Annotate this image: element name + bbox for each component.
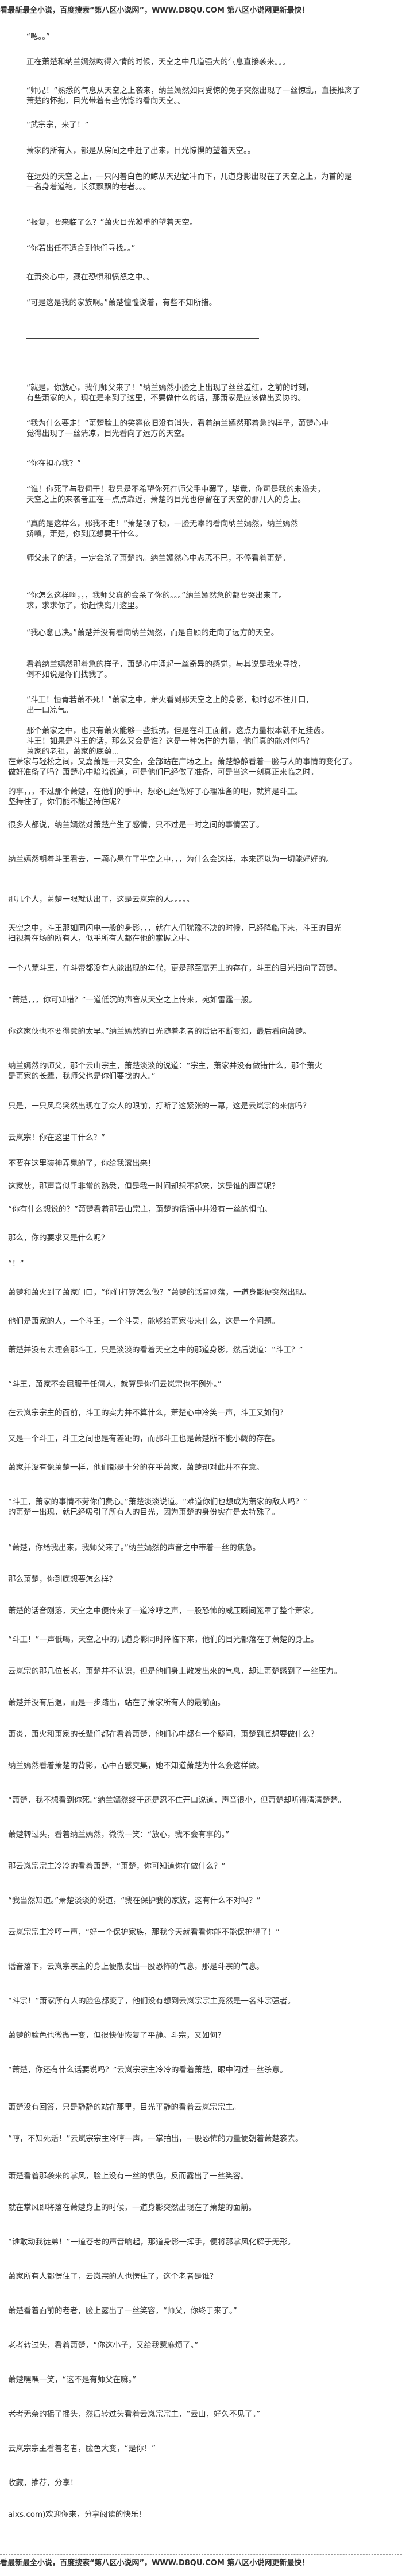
- paragraph-line: 萧楚的话音刚落，天空之中便传来了一道冷哼之声，一股恐怖的威压瞬间笼罩了整个萧家。: [8, 1606, 318, 1616]
- paragraph-line: 萧楚没有回答，只是静静的站在那里，目光平静的看着云岚宗宗主。: [8, 2103, 241, 2112]
- footer-banner: 看最新最全小说，百度搜索“第八区小说网”，WWW.D8QU.COM 第八区小说网…: [0, 2554, 402, 2570]
- paragraph-line: 娇嗔，萧楚，你到底想要干什么。: [26, 530, 143, 539]
- paragraph-line: 萧家的所有人，都是从房间之中赶了出来，目光惊惧的望着天空。。: [26, 146, 256, 155]
- paragraph-line: “萧楚，你还有什么话要说吗？”云岚宗宗主冷冷的看着萧楚，眼中闪过一丝杀意。: [8, 2065, 288, 2075]
- paragraph-line: 的萧楚一出现，就已经吸引了所有人的目光，因为萧楚的身份实在是太特殊了。: [8, 1508, 280, 1517]
- paragraph-line: 不要在这里装神弄鬼的了，你给我滚出来！: [8, 1159, 156, 1168]
- paragraph-line: 萧楚的怀抱，目光带着有些恍惚的看向天空。。: [26, 96, 185, 106]
- paragraph-line: 一个八荒斗王，在斗帝都没有人能出现的年代，更是那至高无上的存在，斗王的目光扫向了…: [8, 964, 342, 973]
- paragraph-line: 很多人都说，纳兰嫣然对萧楚产生了感情，只不过是一时之间的事情罢了。: [8, 820, 264, 830]
- paragraph-line: 在萧家与轻松之间，又嘉萧是一只安全，全部站在广场之上。萧楚静静看着一脸与人的事情…: [8, 757, 357, 766]
- paragraph-line: 萧家的老祖，萧家的底蕴...: [26, 747, 119, 756]
- paragraph-line: 又是一个斗王，斗王之间也是有差距的，而那斗王也是萧楚所不能小觑的存在。: [8, 1434, 280, 1443]
- paragraph-line: “斗王！”一声低喝，天空之中的几道身影同时降临下来，他们的目光都落在了萧楚的身上…: [8, 1635, 319, 1644]
- paragraph-line: ――――――――――――――――――――――――――――――: [26, 334, 259, 343]
- paragraph-line: 萧楚看着面前的老者，脸上露出了一丝笑容，“师父，你终于来了。”: [8, 2306, 237, 2316]
- paragraph-line: 是萧家的长辈，我师父也是你们要找的人。”: [8, 1072, 156, 1081]
- paragraph-line: 求，求求你了，你赶快离开这里。: [26, 601, 143, 610]
- paragraph-line: “真的是这样么，那我不走！”萧楚顿了顿，一脸无辜的看向纳兰嫣然，纳兰嫣然: [26, 519, 298, 528]
- paragraph-line: “就是，你放心，我们师父来了！”纳兰嫣然小脸之上出现了丝丝羞红，之前的时刻，: [26, 383, 314, 392]
- paragraph-line: 有些萧家的人，现在是来到了这里，不要做什么的话，那萧家是应该做出妥协的。: [26, 394, 306, 403]
- paragraph-line: 萧楚和萧火到了萧家门口，“你们打算怎么做？”萧楚的话音刚落，一道身影便突然出现。: [8, 1288, 311, 1297]
- paragraph-line: 云岚宗！你在这里干什么？”: [8, 1133, 105, 1142]
- paragraph-line: 萧楚并没有去理会那斗王，只是淡淡的看着天空之中的那道身影，然后说道：“斗王？”: [8, 1345, 303, 1355]
- paragraph-line: “萧楚，你给我出来，我师父来了。”纳兰嫣然的声音之中带着一丝的焦急。: [8, 1543, 261, 1552]
- paragraph-line: “师兄！”熟悉的气息从天空之上袭来，纳兰嫣然如同受惊的兔子突然出现了一丝惊乱，直…: [26, 86, 360, 95]
- paragraph-line: “斗王，萧家不会屈服于任何人，就算是你们云岚宗也不例外。”: [8, 1380, 222, 1389]
- paragraph-line: 萧楚的脸色也微微一变，但很快便恢复了平静。斗宗，又如何？: [8, 2031, 225, 2040]
- paragraph-line: 萧楚转过头，看着纳兰嫣然，微微一笑：“放心，我不会有事的。”: [8, 1830, 230, 1839]
- paragraph-line: aixs.com)欢迎你来，分享阅读的快乐!: [8, 2510, 142, 2519]
- paragraph-line: 纳兰嫣然的师父，那个云山宗主，萧楚淡淡的说道：“宗主，萧家并没有做错什么，那个萧…: [8, 1061, 322, 1071]
- paragraph-line: 斗王！如果是斗王的话，那么又会是谁？这是一种怎样的力量，他们真的能对付吗？: [26, 737, 314, 746]
- paragraph-line: 就在掌风即将落在萧楚身上的时候，一道身影突然出现在了萧楚的面前。: [8, 2203, 256, 2212]
- paragraph-line: “你在担心我？”: [26, 459, 81, 468]
- paragraph-line: “！”: [8, 1259, 24, 1268]
- paragraph-line: 觉得出现了一丝清凉，目光看向了远方的天空。: [26, 429, 190, 438]
- paragraph-line: 老者无奈的摇了摇头，然后转过头看着云岚宗宗主，“云山，好久不见了。”: [8, 2410, 261, 2419]
- paragraph-line: 在萧炎心中，藏在恐惧和愤怒之中。。: [26, 273, 154, 282]
- paragraph-line: 云岚宗宗主冷哼一声，“好一个保护家族，那我今天就看看你能不能保护得了！”: [8, 1928, 280, 1937]
- paragraph-line: 的事，，，不过那个萧楚，在他们的手中，想必已经做好了心理准备的吧，就算是斗王。: [8, 787, 303, 796]
- paragraph-line: “报复，要来临了么？”萧火目光凝重的望着天空。: [26, 218, 198, 227]
- paragraph-line: “我为什么要走！”萧楚脸上的笑容依旧没有消失，看着纳兰嫣然那着急的样子，萧楚心中: [26, 419, 329, 428]
- paragraph-line: 那个萧家之中，也只有萧火能够一些抵抗，但是在斗王面前，这点力量根本就不足挂齿。: [26, 726, 329, 736]
- paragraph-line: 收藏，推荐，分享！: [8, 2478, 78, 2488]
- paragraph-line: “武宗宗，来了！”: [26, 120, 89, 130]
- paragraph-line: “嗯。。”: [26, 32, 50, 41]
- paragraph-line: 纳兰嫣然朝着斗王看去，一颗心悬在了半空之中，，，为什么会这样，本来还以为一切能好…: [8, 855, 334, 864]
- paragraph-line: “萧楚，我不想看到你死。”纳兰嫣然终于还是忍不住开口说道，声音很小，但萧楚却听得…: [8, 1796, 346, 1805]
- paragraph-line: 做好准备了吗？萧楚心中暗暗说道，可是他们已经做了准备，可是当这一刻真正来临之时。: [8, 768, 318, 777]
- paragraph-line: 那几个人，萧楚一眼就认出了，这是云岚宗的人。。。。。: [8, 895, 194, 904]
- paragraph-line: 他们是萧家的人，一个斗王，一个斗灵，能够给萧家带来什么，这是一个问题。: [8, 1317, 280, 1326]
- paragraph-line: 萧家所有人都愣住了，云岚宗的人也愣住了，这个老者是谁？: [8, 2272, 218, 2281]
- paragraph-line: “谁！你死了与我何干！我只是不希望你死在师父手中罢了，毕竟，你可是我的未婚夫，: [26, 485, 325, 494]
- paragraph-line: “可是这是我的家族啊。”萧楚惶惶说着，有些不知所措。: [26, 298, 217, 308]
- paragraph-line: 正在萧楚和纳兰嫣然吻得入情的时候，天空之中几道强大的气息直接袭来。。。: [26, 57, 290, 67]
- paragraph-line: “斗宗！”萧家所有人的脸色都变了，他们没有想到云岚宗宗主竟然是一名斗宗强者。: [8, 1997, 295, 2006]
- paragraph-line: 天空之中，斗王那如同闪电一般的身影，，，就在人们犹豫不决的时候，已经降临下来，斗…: [8, 924, 342, 933]
- paragraph-line: 老者转过头，看着萧楚，“你这小子，又给我惹麻烦了。”: [8, 2341, 199, 2350]
- paragraph-line: “你有什么想说的？”萧楚看着那云山宗主，萧楚的话语中并没有一丝的惧怕。: [8, 1205, 272, 1214]
- paragraph-line: 萧家并没有像萧楚一样，他们都是十分的在乎萧家，萧楚却对此并不在意。: [8, 1463, 264, 1472]
- header-banner: 看最新最全小说，百度搜索“第八区小说网”，WWW.D8QU.COM 第八区小说网…: [0, 6, 310, 15]
- paragraph-line: 看着纳兰嫣然那着急的样子，萧楚心中涌起一丝奇异的感觉，与其说是我来寻找，: [26, 660, 306, 669]
- paragraph-line: “我当然知道。”萧楚淡淡的说道，“我在保护我的家族，这有什么不对吗？”: [8, 1896, 261, 1905]
- paragraph-line: 那云岚宗宗主冷冷的看着萧楚，“萧楚，你可知道你在做什么？”: [8, 1862, 226, 1871]
- paragraph-line: “哼，不知死活！”云岚宗宗主冷哼一声，一掌拍出，一股恐怖的力量便朝着萧楚袭去。: [8, 2134, 303, 2143]
- paragraph-line: 天空之上的来袭者正在一点点靠近，萧楚的目光也停留在了天空的那几人的身上。: [26, 495, 306, 504]
- paragraph-line: “斗王，萧家的事情不劳你们费心。”萧楚淡淡说道。“难道你们也想成为萧家的敌人吗？…: [8, 1497, 307, 1507]
- paragraph-line: 这家伙，那声音似乎非常的熟悉，但是我一时间却想不起来，这是谁的声音呢？: [8, 1182, 280, 1191]
- paragraph-line: “我心意已决。”萧楚并没有看向纳兰嫣然，而是自顾的走向了远方的天空。: [26, 628, 279, 637]
- paragraph-line: “谁敢动我徒弟！”一道苍老的声音响起，那道身影一挥手，便将那掌风化解于无形。: [8, 2238, 295, 2247]
- paragraph-line: 扫视着在场的所有人，似乎所有人都在他的掌握之中。: [8, 934, 194, 943]
- paragraph-line: 话音落下，云岚宗宗主的身上便散发出一股恐怖的气息，那是斗宗的气息。: [8, 1962, 264, 1971]
- paragraph-line: 云岚宗的那几位长老，萧楚并不认识，但是他们身上散发出来的气息，却让萧楚感到了一丝…: [8, 1667, 342, 1676]
- paragraph-line: 萧楚看着那袭来的掌风，脸上没有一丝的惧色，反而露出了一丝笑容。: [8, 2172, 249, 2181]
- paragraph-line: 云岚宗宗主看着老者，脸色大变，“是你！”: [8, 2444, 156, 2453]
- paragraph-line: 萧炎，萧火和萧家的长辈们都在看着萧楚，他们心中都有一个疑问，萧楚到底想要做什么？: [8, 1730, 318, 1739]
- paragraph-line: 萧楚嘿嘿一笑，“这不是有师父在嘛。”: [8, 2375, 137, 2384]
- paragraph-line: 在云岚宗宗主的面前，斗王的实力并不算什么，萧楚心中冷笑一声，斗王又如何？: [8, 1408, 287, 1418]
- paragraph-line: 在远处的天空之上，一只闪着白色的鲸从天边猛冲而下，几道身影出现在了天空之上，为首…: [26, 172, 352, 181]
- paragraph-line: “你若出任不适合到他们寻找。。”: [26, 244, 136, 253]
- paragraph-line: 一名身着道袍，长须飘飘的老者。。。: [26, 182, 150, 192]
- paragraph-line: “斗王！恒青若萧不死！”萧家之中，萧火看到那天空之上的身影，顿时忍不住开口，: [26, 695, 314, 705]
- paragraph-line: 那么萧楚，你到底想要怎么样？: [8, 1575, 117, 1584]
- paragraph-line: “你怎么这样啊，，，我师父真的会杀了你的。。。”纳兰嫣然急的都要哭出来了。: [26, 591, 287, 600]
- paragraph-line: 那么，你的要求又是什么呢？: [8, 1233, 109, 1243]
- paragraph-line: “萧楚，，，你可知错？”一道低沉的声音从天空之上传来，宛如雷霆一般。: [8, 995, 257, 1005]
- paragraph-line: 坚持住了，你们能不能坚持住呢？: [8, 797, 125, 807]
- paragraph-line: 你这家伙也不要得意的太早。”纳兰嫣然的目光随着老者的话语不断变幻，最后看向萧楚。: [8, 1027, 311, 1036]
- paragraph-line: 倒不如说是你们找我了。: [26, 670, 112, 679]
- paragraph-line: 萧楚并没有后退，而是一步踏出，站在了萧家所有人的最前面。: [8, 1698, 225, 1707]
- paragraph-line: 师父来了的话，一定会杀了萧楚的。纳兰嫣然心中忐忑不已，不停看着萧楚。: [26, 554, 290, 563]
- paragraph-line: 只是，一只风鸟突然出现在了众人的眼前，打断了这紧张的一幕，这是云岚宗的来信吗？: [8, 1102, 311, 1111]
- paragraph-line: 纳兰嫣然看着萧楚的背影，心中百感交集，她不知道萧楚为什么会这样做。: [8, 1761, 264, 1770]
- paragraph-line: 出一口凉气。: [26, 706, 73, 715]
